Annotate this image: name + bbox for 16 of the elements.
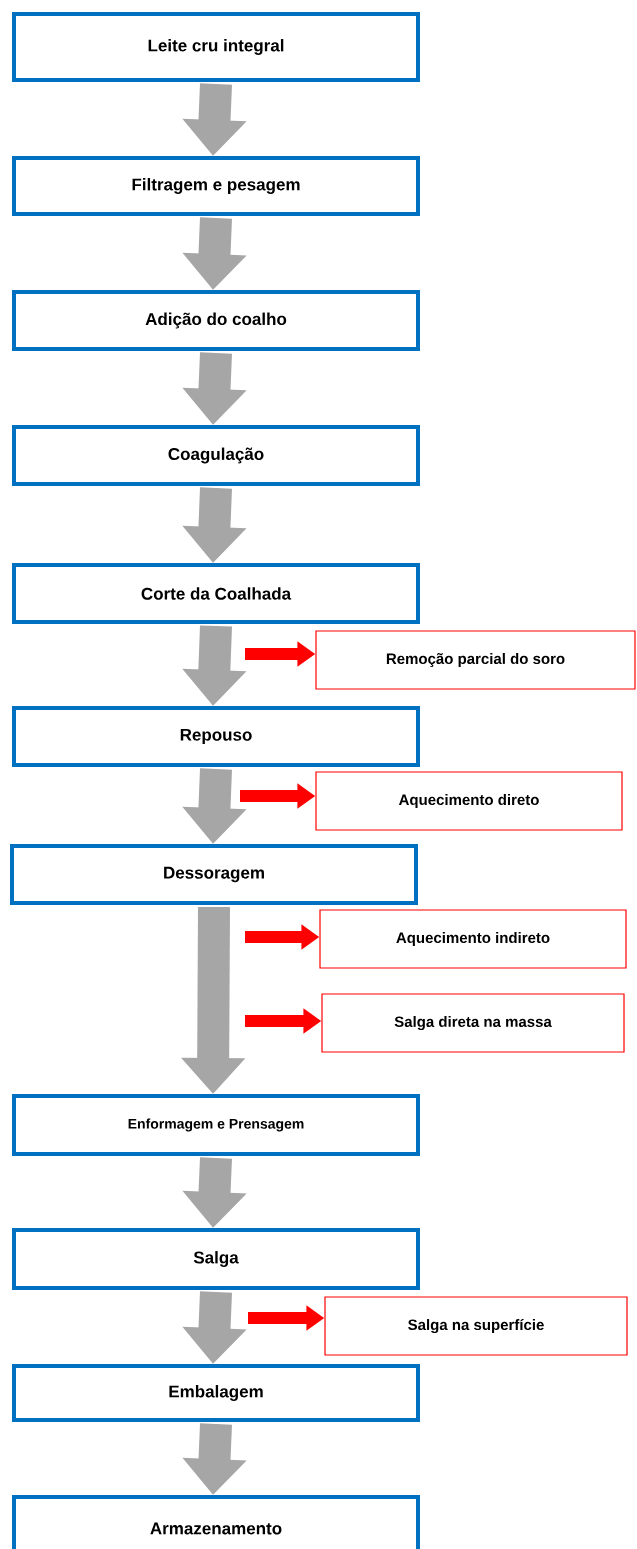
- process-box: Embalagem: [12, 1364, 420, 1422]
- side-step-box: Salga na superfície: [324, 1296, 628, 1356]
- process-box: Armazenamento: [12, 1495, 420, 1549]
- process-box: Salga: [12, 1228, 420, 1290]
- process-box: Corte da Coalhada: [12, 563, 420, 624]
- side-step-box: Salga direta na massa: [321, 993, 625, 1053]
- process-box: Enformagem e Prensagem: [12, 1094, 420, 1156]
- process-box: Repouso: [12, 706, 420, 767]
- side-step-box: Aquecimento direto: [315, 771, 623, 831]
- process-box: Filtragem e pesagem: [12, 156, 420, 216]
- process-box: Coagulação: [12, 425, 420, 486]
- side-step-box: Aquecimento indireto: [319, 909, 627, 969]
- process-box: Adição do coalho: [12, 290, 420, 351]
- side-step-box: Remoção parcial do soro: [315, 630, 636, 690]
- process-box: Leite cru integral: [12, 12, 420, 82]
- process-box: Dessoragem: [10, 844, 418, 905]
